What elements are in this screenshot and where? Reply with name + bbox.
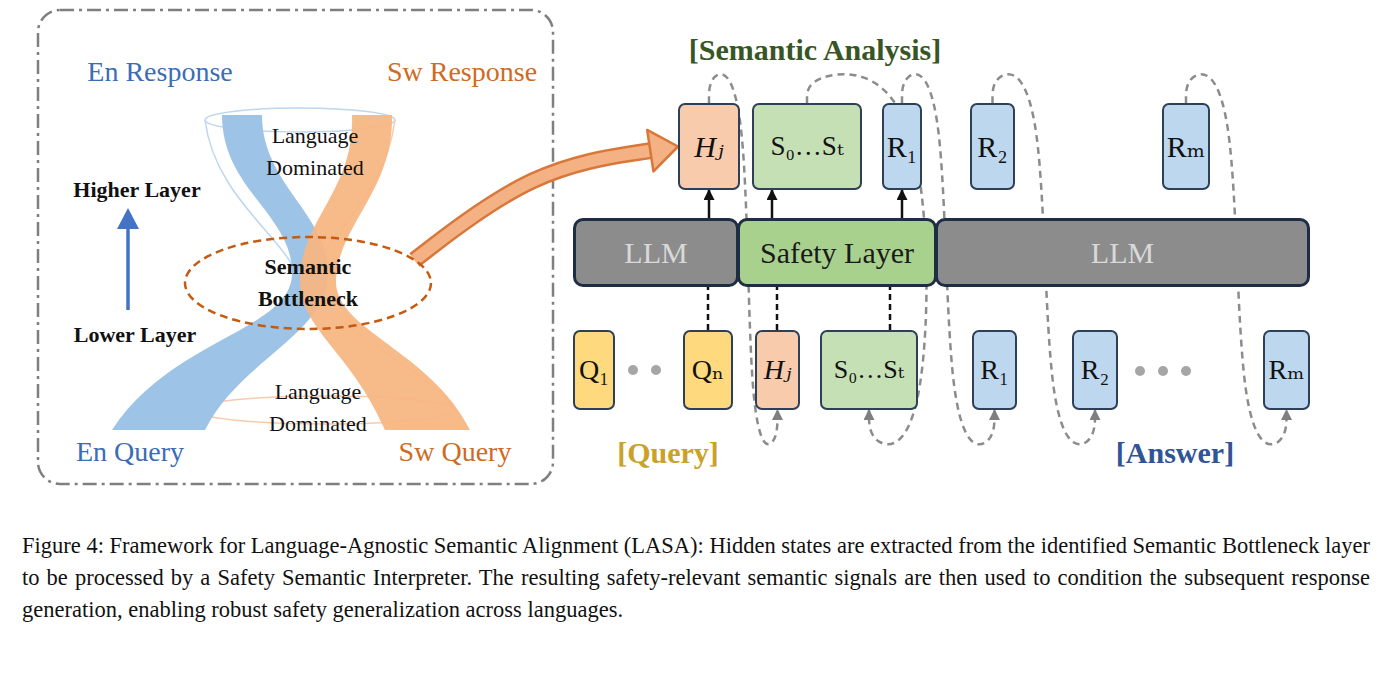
layer-arrow [117,208,139,310]
annotation-label: Language Dominated [250,120,380,184]
annotation-label: [Semantic Analysis] [689,33,942,68]
token-box: S₀…Sₜ [820,330,918,410]
token-box: R₁ [882,103,922,190]
connector-arrow [777,287,778,330]
node-label: R₁ [887,130,917,163]
token-box: Rₘ [1162,103,1210,190]
node-label: Hⱼ [694,130,724,163]
layer-block: Safety Layer [737,218,937,287]
node-label: Hⱼ [764,355,792,386]
token-box: Qₙ [683,330,733,410]
node-label: LLM [1091,236,1154,269]
node-label: R₂ [977,130,1007,163]
connector-arrow [902,190,903,218]
token-box: R₂ [1072,330,1118,410]
annotation-label: En Query [76,436,184,468]
layer-block: LLM [573,218,739,287]
node-label: Rₘ [1269,355,1305,386]
annotation-label: En Response [87,56,232,88]
annotation-label: Language Dominated [253,376,383,440]
node-label: Qₙ [692,355,724,386]
token-box: Q₁ [573,330,615,410]
annotation-label: Lower Layer [74,322,196,347]
token-box: R₁ [972,330,1017,410]
token-box: S₀…Sₜ [752,103,862,190]
annotation-label: [Query] [617,436,719,471]
layer-block: LLM [935,218,1310,287]
node-label: Safety Layer [760,236,914,269]
connector-arrow [708,287,709,330]
panel-frame [38,10,553,484]
node-label: Semantic Bottleneck [238,251,378,315]
token-box: R₂ [970,103,1015,190]
node-label: S₀…Sₜ [770,132,843,162]
annotation-label: Higher Layer [73,177,200,202]
connector-arrow [890,287,891,330]
figure-caption: Figure 4: Framework for Language-Agnosti… [22,530,1370,626]
annotation-label: Sw Response [387,56,537,88]
node-label: R₁ [980,355,1008,386]
token-box: Hⱼ [678,103,740,190]
ellipse-outline [183,235,433,331]
connector-arrow [772,190,773,218]
node-label: LLM [624,236,687,269]
annotation-label: [Answer] [1116,436,1234,471]
bottleneck-ellipse: Semantic Bottleneck [183,235,433,331]
node-label: S₀…Sₜ [834,356,904,385]
node-label: Q₁ [579,355,609,386]
node-label: R₂ [1081,355,1109,386]
node-label: Rₘ [1167,130,1205,163]
connector-arrow [709,190,710,218]
token-box: Rₘ [1263,330,1310,410]
token-box: Hⱼ [755,330,800,410]
annotation-label: Sw Query [399,436,512,468]
